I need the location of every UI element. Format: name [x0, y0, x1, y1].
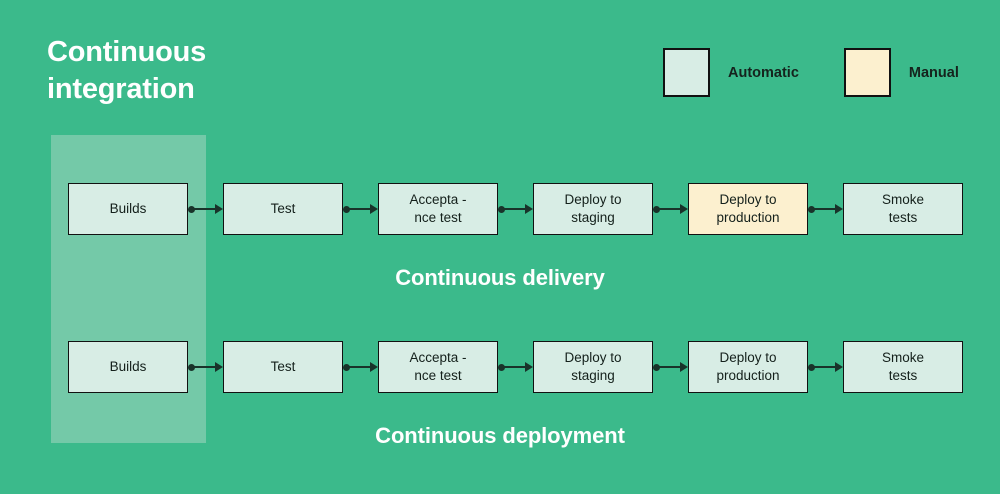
stage-box-deploy-to-staging[interactable]: Deploy to staging	[533, 341, 653, 393]
stage-box-builds[interactable]: Builds	[68, 341, 188, 393]
arrow-connector	[498, 361, 533, 373]
stage-box-smoke-tests[interactable]: Smoke tests	[843, 341, 963, 393]
stage-box-smoke-tests[interactable]: Smoke tests	[843, 183, 963, 235]
stage-box-acceptance-test[interactable]: Accepta - nce test	[378, 341, 498, 393]
arrow-connector	[808, 361, 843, 373]
legend-swatch-automatic	[663, 48, 710, 97]
stage-box-test[interactable]: Test	[223, 341, 343, 393]
pipeline-row-continuous-delivery: Builds Test Accepta - nce test Deploy to…	[68, 183, 963, 235]
arrow-connector	[808, 203, 843, 215]
legend-label-automatic: Automatic	[728, 64, 799, 81]
arrow-connector	[188, 203, 223, 215]
stage-box-acceptance-test[interactable]: Accepta - nce test	[378, 183, 498, 235]
legend-item-automatic: Automatic	[663, 48, 799, 97]
page-title: Continuous integration	[47, 36, 207, 105]
stage-box-deploy-to-production[interactable]: Deploy to production	[688, 183, 808, 235]
caption-continuous-deployment: Continuous deployment	[375, 423, 625, 448]
legend-item-manual: Manual	[843, 48, 959, 97]
arrow-connector	[653, 361, 688, 373]
stage-box-deploy-to-production[interactable]: Deploy to production	[688, 341, 808, 393]
arrow-connector	[498, 203, 533, 215]
arrow-connector	[343, 203, 378, 215]
caption-continuous-delivery: Continuous delivery	[395, 265, 605, 290]
legend-label-manual: Manual	[908, 64, 959, 81]
legend: Automatic Manual	[663, 48, 959, 97]
stage-box-builds[interactable]: Builds	[68, 183, 188, 235]
stage-box-deploy-to-staging[interactable]: Deploy to staging	[533, 183, 653, 235]
arrow-connector	[343, 361, 378, 373]
pipeline-row-continuous-deployment: Builds Test Accepta - nce test Deploy to…	[68, 341, 963, 393]
legend-swatch-manual	[843, 48, 891, 97]
arrow-connector	[188, 361, 223, 373]
arrow-connector	[653, 203, 688, 215]
stage-box-test[interactable]: Test	[223, 183, 343, 235]
